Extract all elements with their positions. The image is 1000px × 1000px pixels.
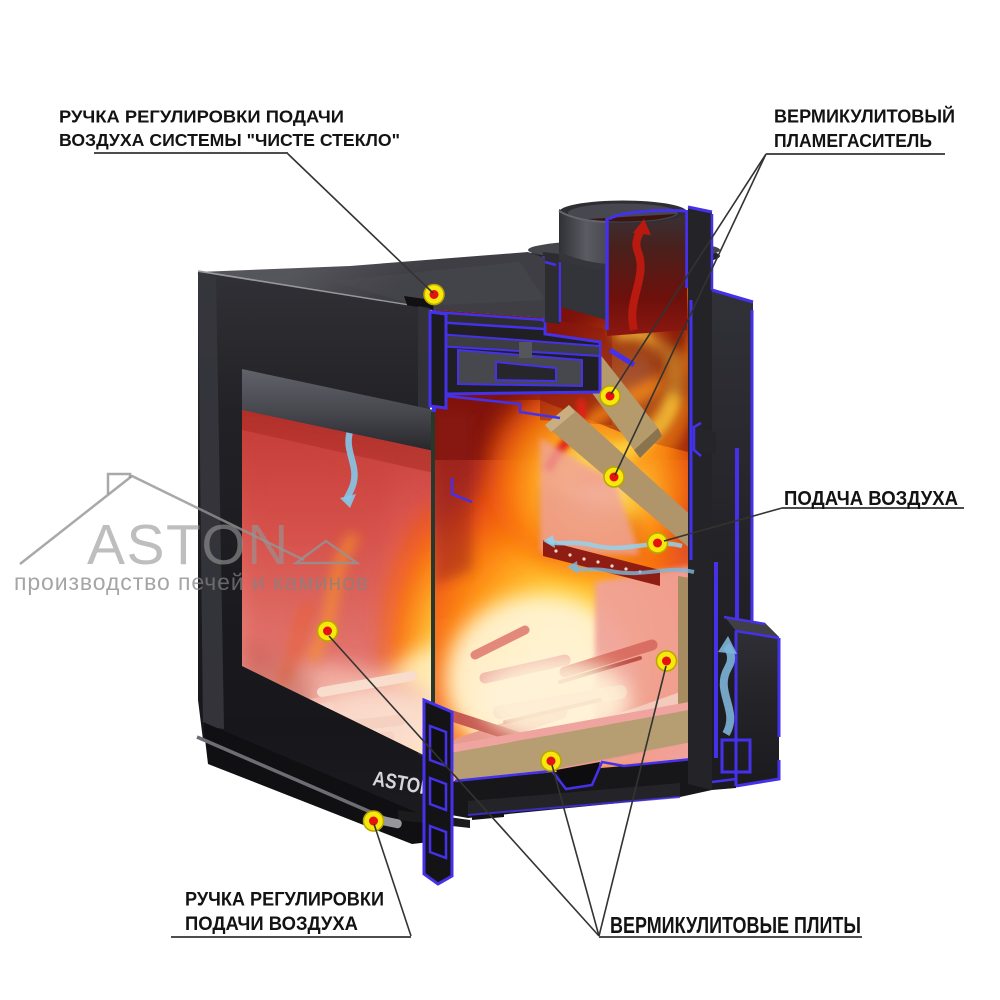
svg-text:РУЧКА РЕГУЛИРОВКИ ПОДАЧИ: РУЧКА РЕГУЛИРОВКИ ПОДАЧИ [59, 107, 344, 127]
svg-text:ПОДАЧИ ВОЗДУХА: ПОДАЧИ ВОЗДУХА [185, 914, 358, 935]
svg-text:ПЛАМЕГАСИТЕЛЬ: ПЛАМЕГАСИТЕЛЬ [774, 131, 932, 151]
svg-text:ASTON: ASTON [87, 513, 290, 577]
svg-text:производство печей и каминов: производство печей и каминов [14, 569, 369, 595]
svg-text:РУЧКА РЕГУЛИРОВКИ: РУЧКА РЕГУЛИРОВКИ [185, 890, 384, 911]
svg-text:ВОЗДУХА СИСТЕМЫ "ЧИСТЕ СТЕКЛО": ВОЗДУХА СИСТЕМЫ "ЧИСТЕ СТЕКЛО" [59, 130, 400, 150]
svg-text:ВЕРМИКУЛИТОВЫЕ ПЛИТЫ: ВЕРМИКУЛИТОВЫЕ ПЛИТЫ [610, 912, 861, 938]
svg-text:ПОДАЧА ВОЗДУХА: ПОДАЧА ВОЗДУХА [784, 487, 958, 510]
svg-text:ВЕРМИКУЛИТОВЫЙ: ВЕРМИКУЛИТОВЫЙ [774, 106, 955, 127]
